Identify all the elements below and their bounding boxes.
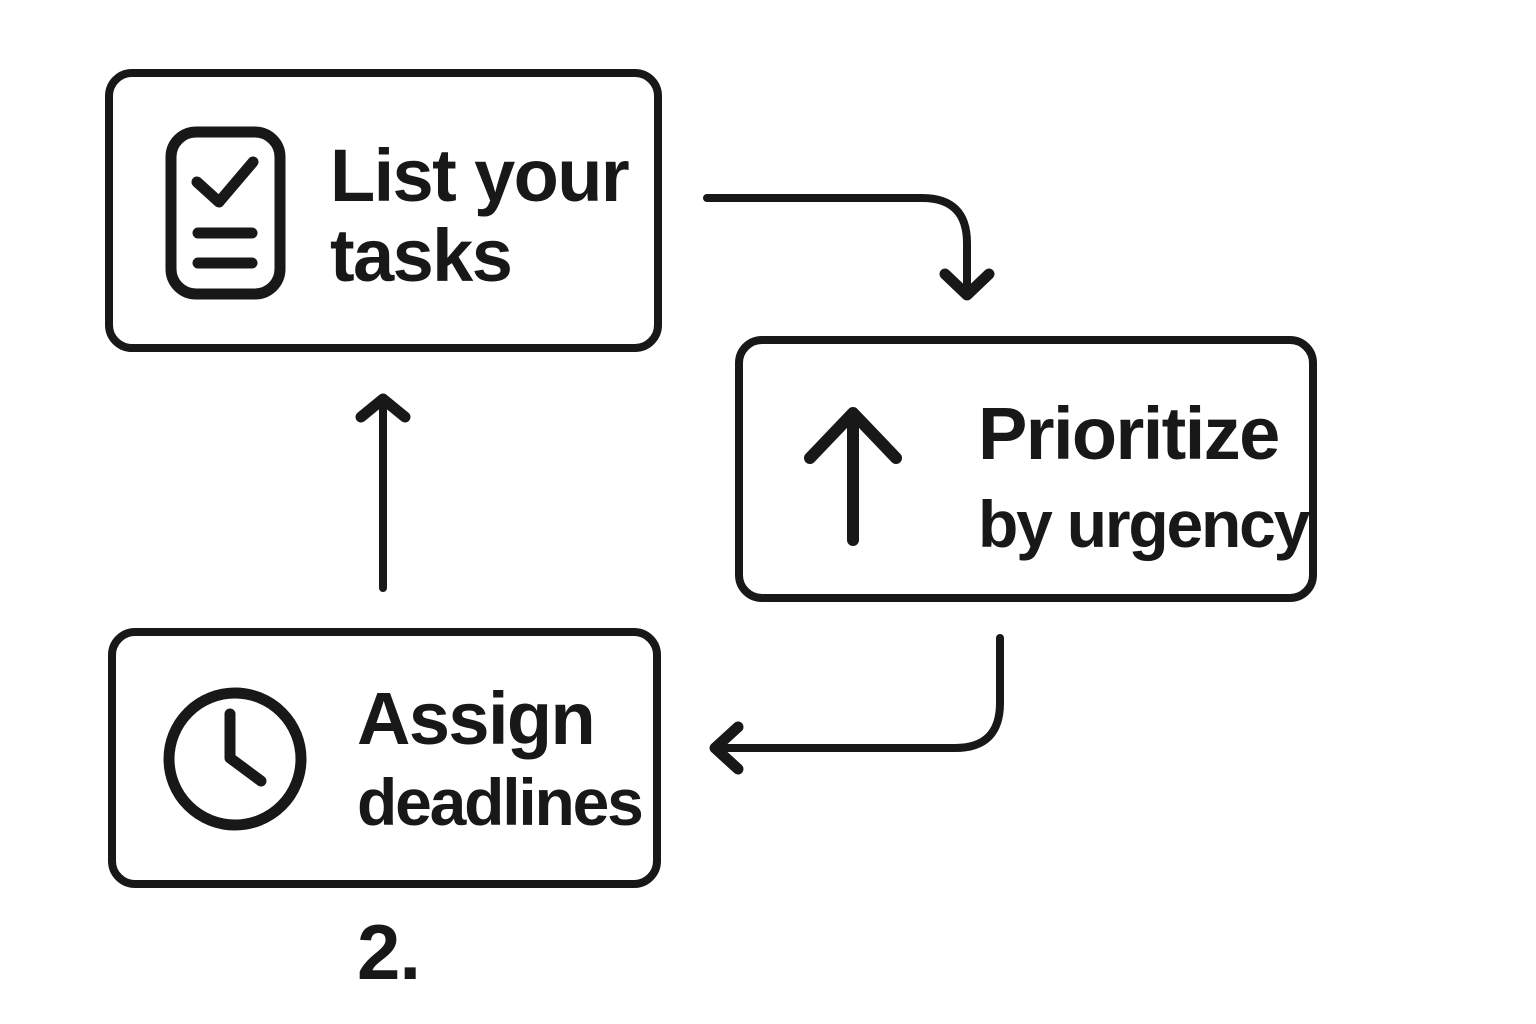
node-list-tasks: List your tasks (105, 69, 662, 352)
node-assign-deadlines: Assign deadlines (108, 628, 661, 888)
node-list-tasks-line1: List your (330, 134, 630, 217)
node-prioritize: Prioritize by urgency (735, 336, 1317, 602)
node-prioritize-line2: by urgency (978, 487, 1310, 561)
node-prioritize-line1: Prioritize (978, 392, 1280, 475)
step-number-label: 2. (357, 908, 421, 996)
node-assign-deadlines-line2: deadlines (357, 765, 644, 839)
arrow-list-to-prioritize (703, 194, 995, 301)
arrow-assign-to-list (355, 393, 411, 592)
node-assign-deadlines-line1: Assign (357, 677, 596, 760)
node-list-tasks-line2: tasks (330, 214, 513, 297)
arrow-prioritize-to-assign (709, 634, 1004, 775)
